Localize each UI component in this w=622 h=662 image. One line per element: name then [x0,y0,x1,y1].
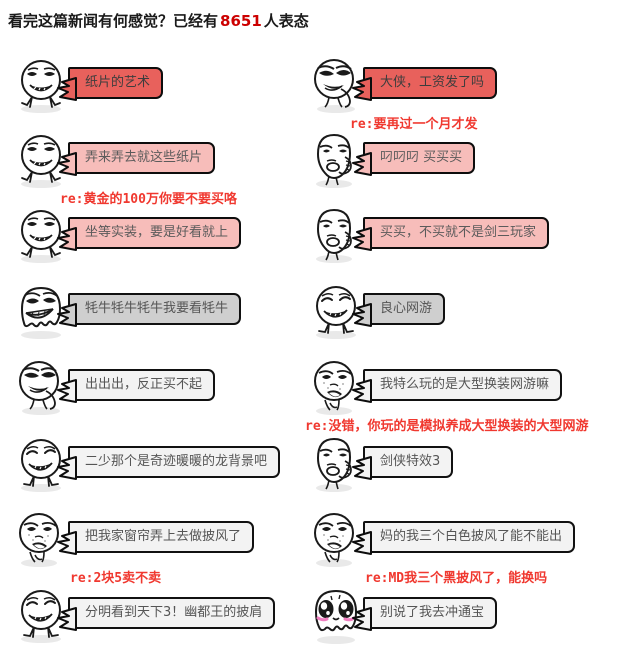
thinking-hand-face-icon [305,434,367,496]
comment-bubble-wrap: 牦牛牦牛牦牛我要看牦牛 [57,293,242,327]
comment-cell: 良心网游 [305,281,446,356]
comment-row: 出出出，反正买不起 我特么玩的是大型换装网游嘛 re:没错，你玩的是模拟养成大型… [0,357,622,434]
comment-item[interactable]: 牦牛牦牛牦牛我要看牦牛 [10,281,242,343]
comment-cell: 纸片的艺术 [10,55,164,130]
comment-item[interactable]: 把我家窗帘弄上去做披风了 [10,509,255,571]
comment-cell: 别说了我去冲通宝 [305,585,498,660]
comment-bubble: 良心网游 [352,293,446,327]
comment-cell: 剑侠特效3 [305,434,454,509]
shouting-face-icon [10,509,72,571]
comment-row: 纸片的艺术 大侠，工资发了吗 re:要再过一个月才发 [0,55,622,132]
comment-bubble: 我特么玩的是大型换装网游嘛 [352,369,563,403]
comment-bubble-wrap: 剑侠特效3 [352,446,454,480]
comment-item[interactable]: 剑侠特效3 [305,434,454,496]
comment-bubble: 牦牛牦牛牦牛我要看牦牛 [57,293,242,327]
comment-reply: re:黄金的100万你要不要买咯 [60,192,237,207]
comment-reply: re:2块5卖不卖 [70,571,162,586]
thinking-hand-face-icon [305,205,367,267]
sparkle-eyes-octopus-icon [305,585,367,647]
comment-cell: 分明看到天下3！幽都王的披肩 [10,585,276,660]
comment-cell: 我特么玩的是大型换装网游嘛 re:没错，你玩的是模拟养成大型换装的大型网游 [305,357,588,434]
comment-row: 分明看到天下3！幽都王的披肩 别说了我去冲通宝 [0,585,622,660]
comment-cell: 牦牛牦牛牦牛我要看牦牛 [10,281,242,356]
comment-cell: 买买，不买就不是剑三玩家 [305,205,550,280]
comment-bubble-wrap: 把我家窗帘弄上去做披风了 [57,521,255,555]
comment-bubble: 叼叼叼 买买买 [352,142,476,176]
comment-bubble: 买买，不买就不是剑三玩家 [352,217,550,251]
comment-item[interactable]: 我特么玩的是大型换装网游嘛 [305,357,563,419]
smug-chin-face-icon [305,55,367,117]
comment-bubble-wrap: 叼叼叼 买买买 [352,142,476,176]
comment-item[interactable]: 买买，不买就不是剑三玩家 [305,205,550,267]
comment-bubble-wrap: 二少那个是奇迹暖暖的龙背景吧 [57,446,281,480]
comment-row: 牦牛牦牛牦牛我要看牦牛 良心网游 [0,281,622,356]
comment-cell: 弄来弄去就这些纸片 re:黄金的100万你要不要买咯 [10,130,237,207]
comment-bubble: 把我家窗帘弄上去做披风了 [57,521,255,555]
comment-bubble-wrap: 买买，不买就不是剑三玩家 [352,217,550,251]
comment-cell: 妈的我三个白色披风了能不能出 re:MD我三个黑披风了，能换吗 [305,509,576,586]
troll-crying-face-icon [10,205,72,267]
smile-squint-face-icon [305,281,367,343]
comment-item[interactable]: 弄来弄去就这些纸片 [10,130,216,192]
comment-item[interactable]: 纸片的艺术 [10,55,164,117]
comment-bubble: 纸片的艺术 [57,67,164,101]
page-title-prefix: 看完这篇新闻有何感觉？已经有 [8,12,219,30]
comment-bubble-wrap: 出出出，反正买不起 [57,369,216,403]
thinking-hand-face-icon [305,130,367,192]
troll-crying-face-icon [10,55,72,117]
comment-cell: 出出出，反正买不起 [10,357,216,432]
comment-item[interactable]: 二少那个是奇迹暖暖的龙背景吧 [10,434,281,496]
comment-item[interactable]: 分明看到天下3！幽都王的披肩 [10,585,276,647]
comment-row: 把我家窗帘弄上去做披风了 re:2块5卖不卖 妈的我三个白色披风了能不能出 re… [0,509,622,586]
troll-crying-face-icon [10,130,72,192]
comment-bubble-wrap: 我特么玩的是大型换装网游嘛 [352,369,563,403]
comment-item[interactable]: 大侠，工资发了吗 [305,55,498,117]
comment-cell: 二少那个是奇迹暖暖的龙背景吧 [10,434,281,509]
comment-bubble-wrap: 坐等实装，要是好看就上 [57,217,242,251]
comment-bubble: 大侠，工资发了吗 [352,67,498,101]
comment-bubble-wrap: 分明看到天下3！幽都王的披肩 [57,597,276,631]
comment-item[interactable]: 妈的我三个白色披风了能不能出 [305,509,576,571]
comment-bubble-wrap: 良心网游 [352,293,446,327]
comment-cell: 大侠，工资发了吗 re:要再过一个月才发 [305,55,498,132]
comment-cell: 把我家窗帘弄上去做披风了 re:2块5卖不卖 [10,509,255,586]
comment-bubble: 坐等实装，要是好看就上 [57,217,242,251]
comment-reply: re:MD我三个黑披风了，能换吗 [365,571,548,586]
responder-count: 8651 [220,12,262,30]
comment-cell: 坐等实装，要是好看就上 [10,205,242,280]
comment-row: 弄来弄去就这些纸片 re:黄金的100万你要不要买咯 叼叼叼 买买买 [0,130,622,207]
comment-bubble: 妈的我三个白色披风了能不能出 [352,521,576,555]
comment-reply: re:没错，你玩的是模拟养成大型换装的大型网游 [305,419,589,434]
comment-item[interactable]: 叼叼叼 买买买 [305,130,476,192]
comment-bubble-wrap: 纸片的艺术 [57,67,164,101]
comment-bubble: 别说了我去冲通宝 [352,597,498,631]
comment-bubble: 剑侠特效3 [352,446,454,480]
comment-row: 坐等实装，要是好看就上 买买，不买就不是剑三玩家 [0,205,622,280]
shouting-face-icon [305,357,367,419]
comment-bubble-wrap: 别说了我去冲通宝 [352,597,498,631]
smug-chin-face-icon [10,357,72,419]
comment-bubble: 分明看到天下3！幽都王的披肩 [57,597,276,631]
octopus-grin-face-icon [10,281,72,343]
comment-item[interactable]: 出出出，反正买不起 [10,357,216,419]
comment-item[interactable]: 坐等实装，要是好看就上 [10,205,242,267]
comment-row: 二少那个是奇迹暖暖的龙背景吧 剑侠特效3 [0,434,622,509]
comment-cell: 叼叼叼 买买买 [305,130,476,205]
smile-squint-face-icon [10,434,72,496]
comment-item[interactable]: 良心网游 [305,281,446,343]
comment-bubble-wrap: 弄来弄去就这些纸片 [57,142,216,176]
comment-bubble: 二少那个是奇迹暖暖的龙背景吧 [57,446,281,480]
page-title-suffix: 人表态 [263,12,309,30]
comment-bubble: 出出出，反正买不起 [57,369,216,403]
comment-bubble-wrap: 大侠，工资发了吗 [352,67,498,101]
shouting-face-icon [305,509,367,571]
comment-item[interactable]: 别说了我去冲通宝 [305,585,498,647]
comment-bubble: 弄来弄去就这些纸片 [57,142,216,176]
comment-reply: re:要再过一个月才发 [350,117,478,132]
comment-bubble-wrap: 妈的我三个白色披风了能不能出 [352,521,576,555]
smile-squint-face-icon [10,585,72,647]
